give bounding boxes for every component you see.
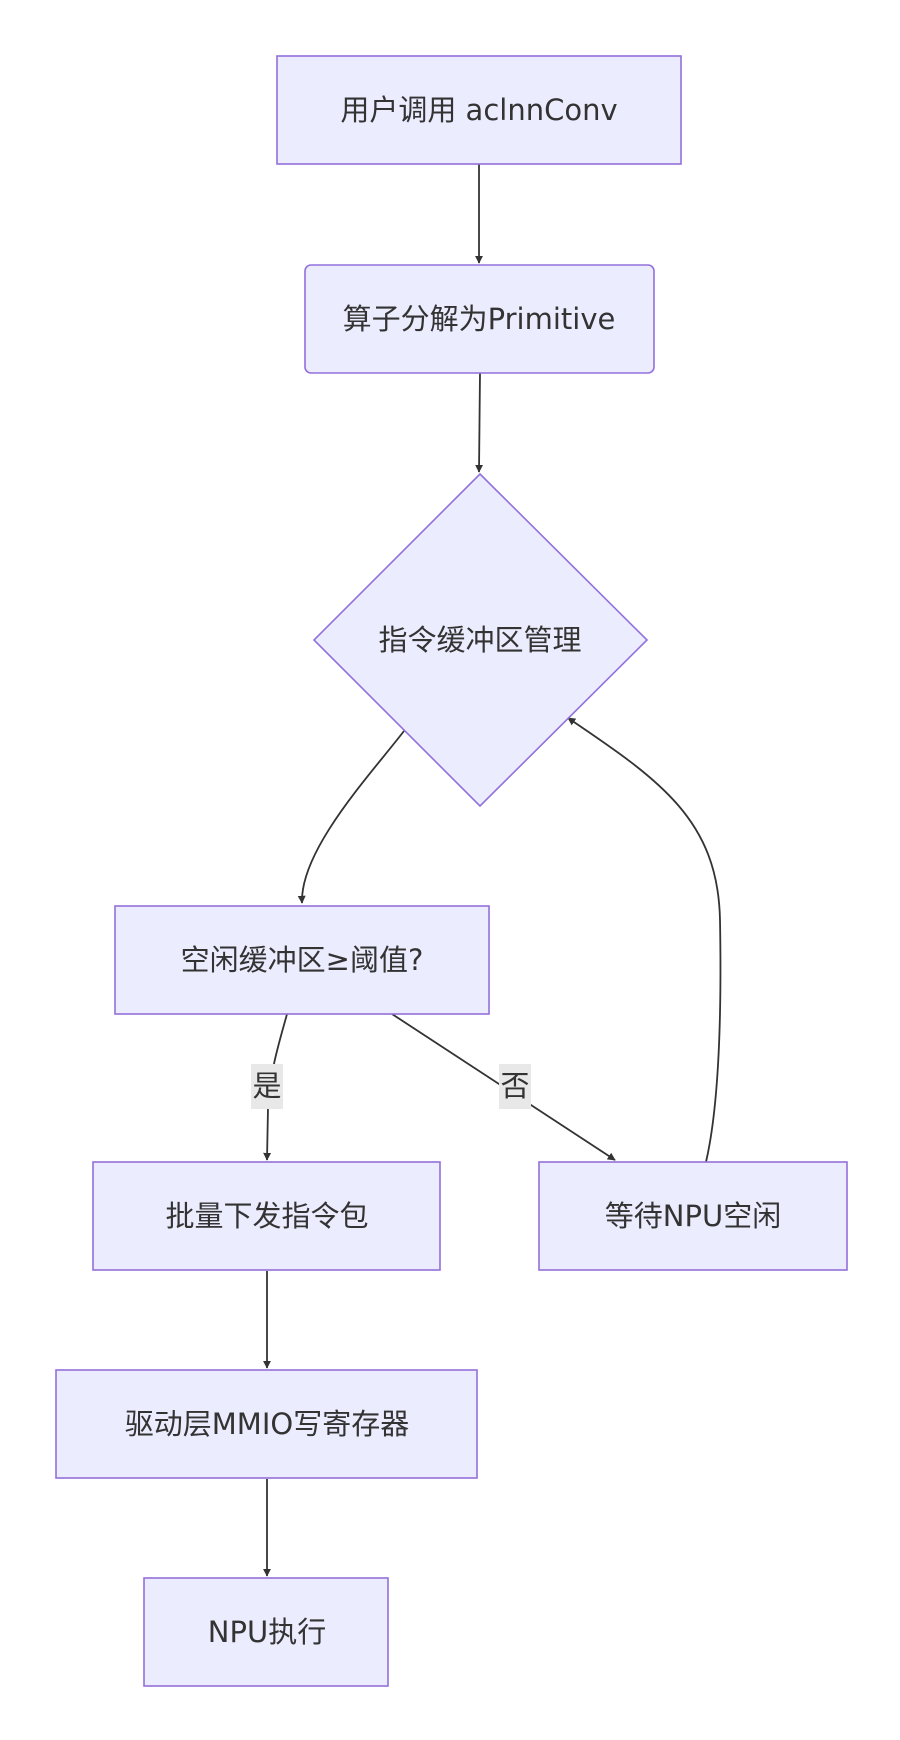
edge-buffer-to-check bbox=[297, 730, 405, 904]
node-batch-dispatch[interactable]: 批量下发指令包 bbox=[92, 1161, 441, 1271]
node-buffer-mgmt-label: 指令缓冲区管理 bbox=[378, 623, 581, 657]
edges bbox=[263, 164, 722, 1577]
node-npu-exec-label: NPU执行 bbox=[208, 1615, 326, 1649]
node-mmio-write-label: 驱动层MMIO写寄存器 bbox=[125, 1407, 409, 1441]
node-npu-exec[interactable]: NPU执行 bbox=[143, 1577, 389, 1687]
edge-label-yes-bg bbox=[251, 1064, 283, 1109]
edge-label-no: 否 bbox=[499, 1064, 531, 1109]
edge-decompose-to-buffer bbox=[475, 372, 484, 473]
node-batch-dispatch-label: 批量下发指令包 bbox=[165, 1199, 368, 1233]
edge-label-no-text: 否 bbox=[500, 1069, 529, 1103]
node-call-label: 用户调用 aclnnConv bbox=[340, 93, 617, 127]
node-threshold-check-box bbox=[114, 905, 490, 1015]
edge-label-no-bg bbox=[499, 1064, 531, 1109]
node-decompose-box bbox=[304, 264, 655, 374]
edge-label-yes-text: 是 bbox=[252, 1069, 281, 1103]
node-npu-exec-box bbox=[143, 1577, 389, 1687]
node-wait-idle-box bbox=[538, 1161, 848, 1271]
node-batch-dispatch-box bbox=[92, 1161, 441, 1271]
node-mmio-write[interactable]: 驱动层MMIO写寄存器 bbox=[55, 1369, 478, 1479]
edge-label-yes: 是 bbox=[251, 1064, 283, 1109]
node-wait-idle[interactable]: 等待NPU空闲 bbox=[538, 1161, 848, 1271]
node-threshold-check-label: 空闲缓冲区≥阈值? bbox=[181, 943, 424, 977]
node-decompose[interactable]: 算子分解为Primitive bbox=[304, 264, 655, 374]
edge-wait-to-buffer bbox=[567, 717, 722, 1163]
node-buffer-mgmt-diamond bbox=[312, 472, 649, 808]
node-call[interactable]: 用户调用 aclnnConv bbox=[276, 55, 682, 165]
node-threshold-check[interactable]: 空闲缓冲区≥阈值? bbox=[114, 905, 490, 1015]
node-decompose-label: 算子分解为Primitive bbox=[343, 302, 616, 336]
node-call-box bbox=[276, 55, 682, 165]
node-buffer-mgmt[interactable]: 指令缓冲区管理 bbox=[312, 472, 649, 808]
node-wait-idle-label: 等待NPU空闲 bbox=[605, 1199, 781, 1233]
node-mmio-write-box bbox=[55, 1369, 478, 1479]
